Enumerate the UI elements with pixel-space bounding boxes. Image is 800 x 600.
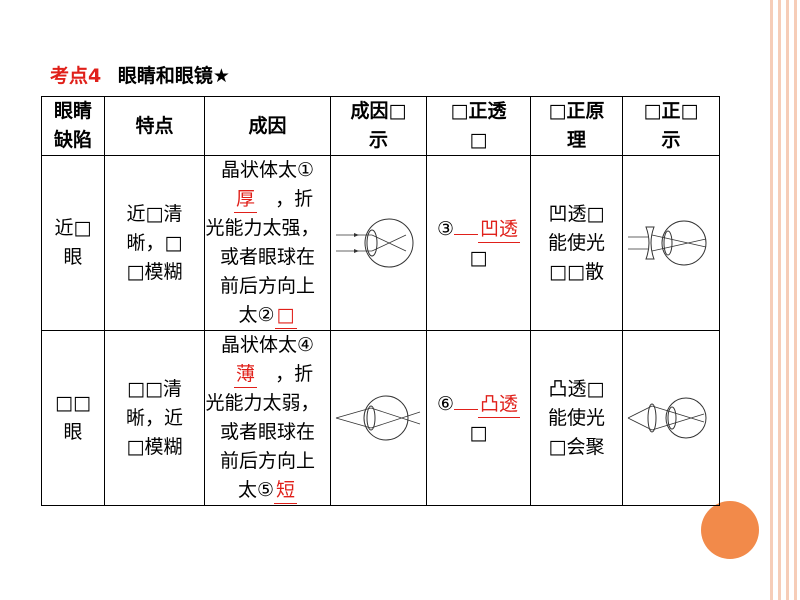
header-feature: 特点 [104,96,205,156]
answer-1: 厚 [233,186,257,213]
header-correction-lens: □正透□ [426,96,531,156]
table-row-myopia: 近□眼 近□清晰，□□模糊 晶状体太① 厚 ，折 光能力太强， 或者眼球在 前后… [41,155,720,331]
decorative-orange-circle [701,501,759,559]
header-cause: 成因 [204,96,331,156]
slide-edge-decoration [764,0,800,600]
heading-title: 眼睛和眼镜★ [117,65,230,87]
eye-defects-table: 眼睛缺陷 特点 成因 成因□示 □正透□ □正原理 □正□示 近□眼 近□清晰，… [41,96,720,506]
section-heading: 考点4 眼睛和眼镜★ [50,61,230,88]
correction-diagram-cell [622,155,720,331]
cause-diagram-cell [330,330,427,506]
header-correction-principle: □正原理 [530,96,623,156]
principle-cell: 凸透□能使光□会聚 [530,330,623,506]
feature-cell: □□清晰，近□模糊 [104,330,205,506]
heading-prefix: 考点4 [50,65,102,87]
table-row-hyperopia: □□眼 □□清晰，近□模糊 晶状体太④ 薄 ，折 光能力太弱， 或者眼球在 前后… [41,330,720,506]
defect-cell: 近□眼 [41,155,105,331]
concave-lens-correction-icon [628,220,707,266]
header-defect: 眼睛缺陷 [41,96,105,156]
correction-diagram-cell [622,330,720,506]
answer-2: □ [274,302,297,329]
cause-cell: 晶状体太① 厚 ，折 光能力太强， 或者眼球在 前后方向上 太②□ [204,155,331,331]
table-header-row: 眼睛缺陷 特点 成因 成因□示 □正透□ □正原理 □正□示 [41,96,720,156]
hyperopia-eye-icon [335,395,420,441]
header-correction-diagram: □正□示 [622,96,720,156]
cause-diagram-cell [330,155,427,331]
answer-3: 凹透 [478,216,521,243]
answer-4: 薄 [233,361,257,388]
myopia-eye-icon [335,218,413,268]
header-cause-diagram: 成因□示 [330,96,427,156]
convex-lens-correction-icon [627,397,707,439]
answer-6: 凸透 [478,391,521,418]
principle-cell: 凹透□能使光□□散 [530,155,623,331]
defect-cell: □□眼 [41,330,105,506]
feature-cell: 近□清晰，□□模糊 [104,155,205,331]
answer-5: 短 [274,477,298,504]
